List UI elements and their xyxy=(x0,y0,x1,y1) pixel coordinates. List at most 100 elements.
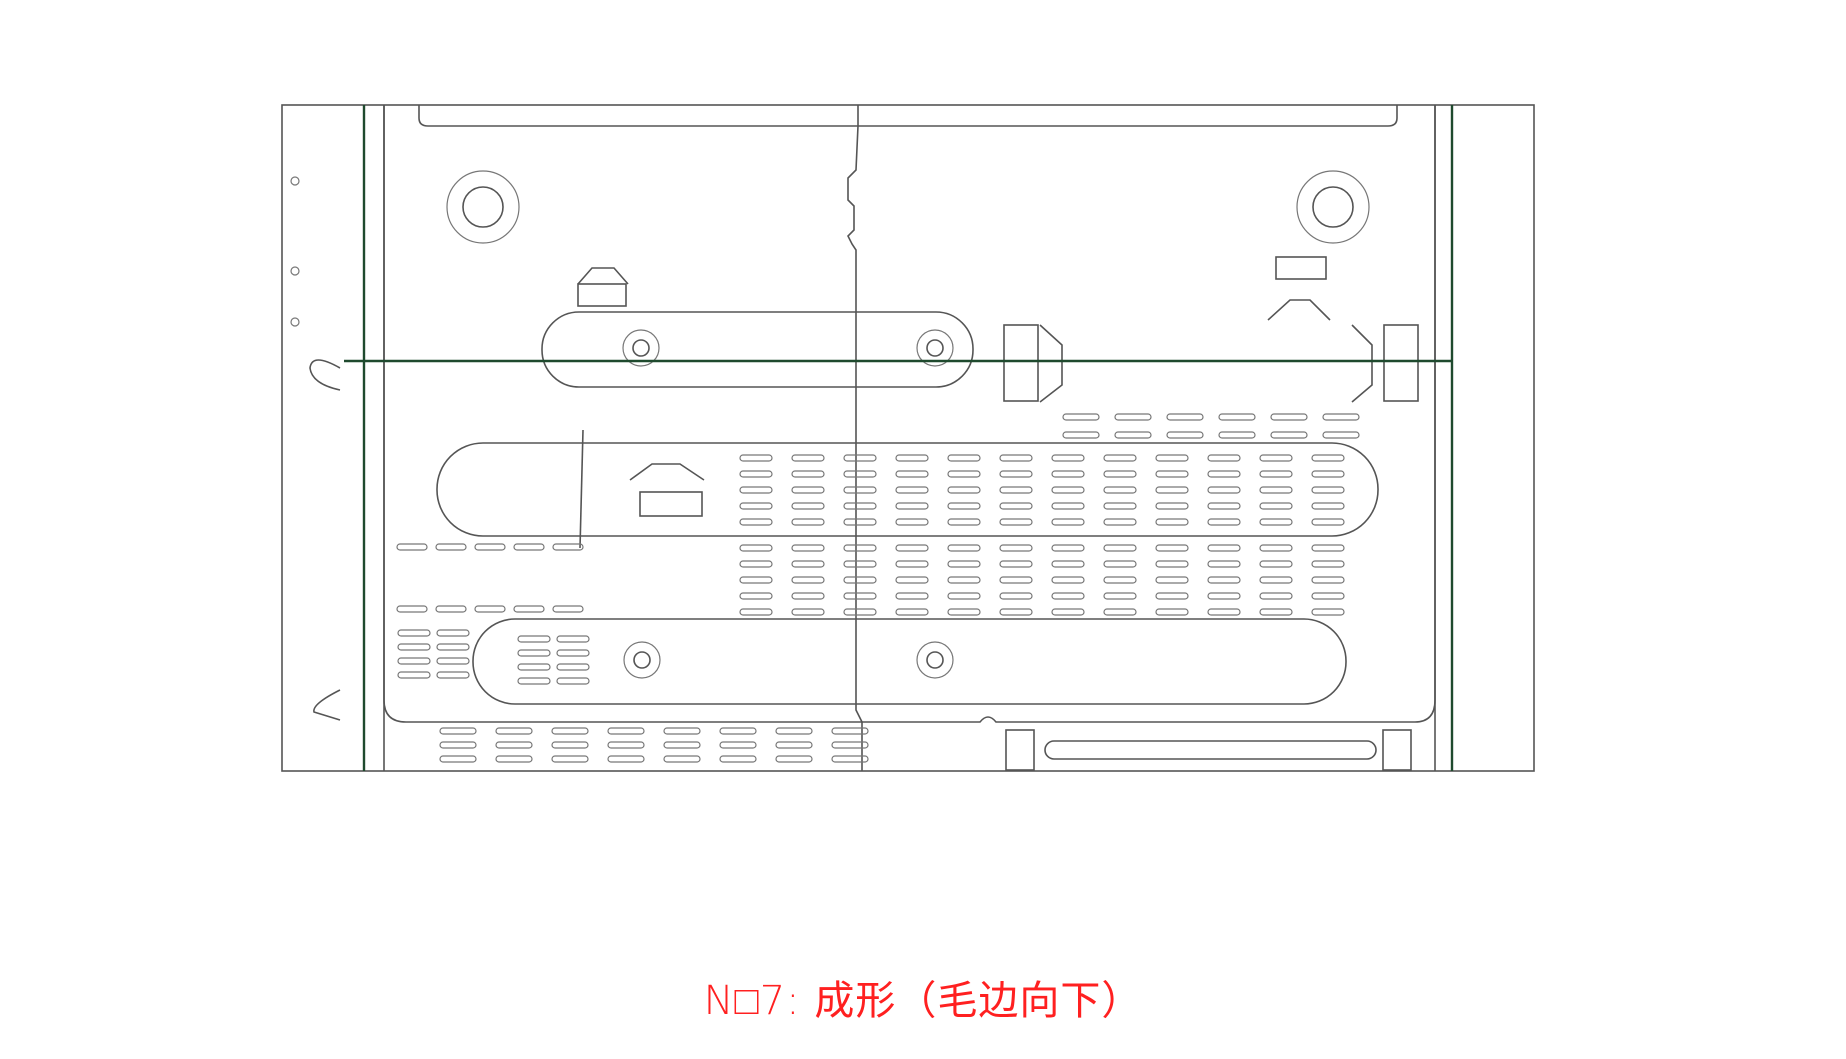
louvre-slot xyxy=(663,727,701,735)
louvre-slot xyxy=(607,727,645,735)
louvre-slot xyxy=(791,502,825,510)
louvre-slot xyxy=(843,544,877,552)
louvre-slot xyxy=(999,454,1033,462)
large-embossed-slot xyxy=(436,442,1379,537)
upper-embossed-slot xyxy=(541,311,974,388)
louvre-slot xyxy=(895,592,929,600)
louvre-slot xyxy=(1207,592,1241,600)
louvre-slot xyxy=(1207,576,1241,584)
louvre-slot xyxy=(719,755,757,763)
louvre-slot xyxy=(1207,560,1241,568)
louvre-slot xyxy=(439,755,477,763)
louvre-slot xyxy=(439,741,477,749)
louvre-slot xyxy=(1155,454,1189,462)
louvre-slot xyxy=(1259,486,1293,494)
louvre-slot xyxy=(1311,576,1345,584)
louvre-slot xyxy=(1155,560,1189,568)
louvre-slot xyxy=(1322,413,1360,421)
louvre-slot xyxy=(1311,502,1345,510)
louvre-slot xyxy=(895,518,929,526)
louvre-slot xyxy=(791,592,825,600)
louvre-slot xyxy=(831,741,869,749)
louvre-slot xyxy=(474,543,506,551)
louvre-slot xyxy=(1311,592,1345,600)
louvre-slot xyxy=(513,605,545,613)
louvre-slot xyxy=(1051,592,1085,600)
louvre-slot xyxy=(556,635,590,643)
louvre-slot xyxy=(1207,470,1241,478)
louvre-slot xyxy=(895,576,929,584)
louvre-slot xyxy=(436,671,470,679)
louvre-slot xyxy=(947,576,981,584)
side-holes xyxy=(290,176,300,327)
louvre-slot xyxy=(1051,576,1085,584)
louvre-slot xyxy=(556,677,590,685)
louvre-slot xyxy=(947,544,981,552)
louvre-slot xyxy=(947,560,981,568)
louvre-slot xyxy=(1311,560,1345,568)
louvre-slot xyxy=(1270,413,1308,421)
louvre-slot xyxy=(1207,486,1241,494)
louvre-slot xyxy=(1259,518,1293,526)
louvre-slot xyxy=(999,592,1033,600)
louvre-slot xyxy=(517,649,551,657)
louvre-slot xyxy=(719,741,757,749)
louvre-slot xyxy=(1114,413,1152,421)
louvre-slot xyxy=(397,643,431,651)
louvre-slot xyxy=(663,755,701,763)
louvre-slot xyxy=(1114,431,1152,439)
louvre-slot xyxy=(552,605,584,613)
louvre-slot xyxy=(1259,576,1293,584)
louvre-slot xyxy=(1103,470,1137,478)
louvre-slot xyxy=(1207,454,1241,462)
louvre-slot xyxy=(999,486,1033,494)
inner-panel-outline xyxy=(383,105,1436,723)
louvre-slot xyxy=(1155,518,1189,526)
louvre-slot xyxy=(1207,518,1241,526)
louvre-slot xyxy=(947,518,981,526)
louvre-slot xyxy=(1155,502,1189,510)
louvre-slot xyxy=(843,486,877,494)
louvre-slot xyxy=(495,727,533,735)
louvre-slot xyxy=(739,486,773,494)
louvre-slot xyxy=(1051,544,1085,552)
louvre-slot xyxy=(1270,431,1308,439)
louvre-slot xyxy=(556,649,590,657)
louvre-slot xyxy=(1051,502,1085,510)
louvre-slot xyxy=(719,727,757,735)
louvre-slot xyxy=(1259,502,1293,510)
louvre-slot xyxy=(1155,544,1189,552)
mounting-hole-right xyxy=(1296,170,1370,244)
louvre-slot xyxy=(775,727,813,735)
louvre-slot xyxy=(1311,470,1345,478)
louvre-slot xyxy=(1155,592,1189,600)
louvre-slot xyxy=(791,454,825,462)
louvre-slot xyxy=(999,470,1033,478)
louvre-slot xyxy=(895,608,929,616)
louvre-slot xyxy=(397,657,431,665)
louvre-slot xyxy=(1207,544,1241,552)
louvre-slot xyxy=(831,727,869,735)
louvre-slot xyxy=(947,454,981,462)
louvre-slot xyxy=(1062,413,1100,421)
louvre-slot xyxy=(791,544,825,552)
louvre-slot xyxy=(1103,518,1137,526)
louvre-slot xyxy=(947,608,981,616)
louvre-slot xyxy=(739,518,773,526)
louvre-slot xyxy=(1218,431,1256,439)
louvre-slot xyxy=(1103,560,1137,568)
louvre-slot xyxy=(474,605,506,613)
louvre-slot xyxy=(1322,431,1360,439)
louvre-slot xyxy=(895,486,929,494)
louvre-slot xyxy=(1311,608,1345,616)
louvre-slot xyxy=(1259,544,1293,552)
louvre-slot xyxy=(396,605,428,613)
louvre-slot xyxy=(551,727,589,735)
louvre-slot xyxy=(1103,592,1137,600)
louvre-slot xyxy=(495,755,533,763)
louvre-slot xyxy=(895,470,929,478)
louvre-slot xyxy=(739,502,773,510)
screw-bosses xyxy=(622,329,954,679)
louvre-slot xyxy=(1166,413,1204,421)
louvre-slot xyxy=(1051,486,1085,494)
